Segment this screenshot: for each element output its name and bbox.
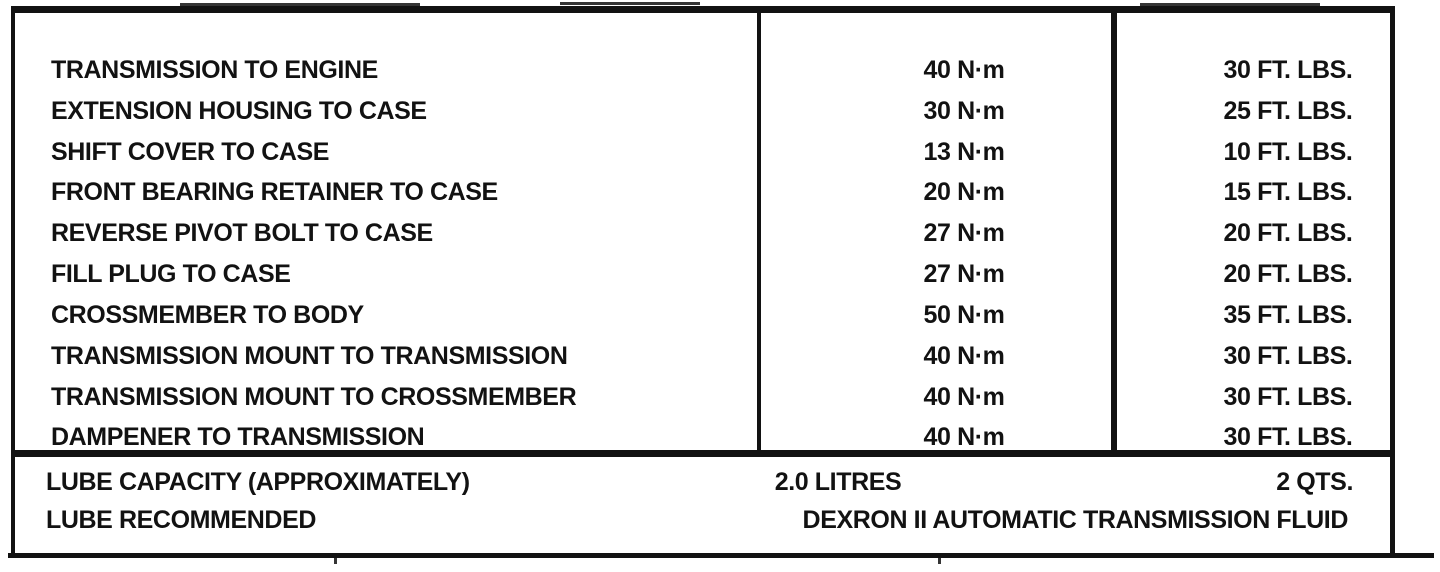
metric-torque-value: 30 N·m — [923, 97, 1005, 125]
metric-torque-value: 40 N·m — [923, 383, 1005, 411]
component-label: FRONT BEARING RETAINER TO CASE — [51, 178, 498, 206]
spec-row: TRANSMISSION MOUNT TO CROSSMEMBER 40 N·m… — [0, 377, 1440, 418]
component-label: TRANSMISSION MOUNT TO CROSSMEMBER — [51, 383, 577, 411]
column-divider-imperial — [1111, 13, 1117, 453]
imperial-torque-value: 30 FT. LBS. — [1223, 383, 1353, 411]
spec-row: SHIFT COVER TO CASE 13 N·m 10 FT. LBS. — [0, 132, 1440, 173]
component-label: TRANSMISSION MOUNT TO TRANSMISSION — [51, 342, 568, 370]
spec-row: FILL PLUG TO CASE 27 N·m 20 FT. LBS. — [0, 254, 1440, 295]
component-label: EXTENSION HOUSING TO CASE — [51, 97, 427, 125]
scan-noise — [334, 558, 337, 564]
imperial-torque-value: 10 FT. LBS. — [1223, 138, 1353, 166]
metric-torque-value: 27 N·m — [923, 219, 1005, 247]
lube-recommended-row: LUBE RECOMMENDED DEXRON II AUTOMATIC TRA… — [0, 500, 1440, 541]
lube-capacity-imperial: 2 QTS. — [1276, 468, 1353, 496]
lube-capacity-row: LUBE CAPACITY (APPROXIMATELY) 2.0 LITRES… — [0, 462, 1440, 503]
scan-noise — [180, 3, 420, 6]
imperial-torque-value: 20 FT. LBS. — [1223, 260, 1353, 288]
imperial-torque-value: 20 FT. LBS. — [1223, 219, 1353, 247]
imperial-torque-value: 30 FT. LBS. — [1223, 56, 1353, 84]
metric-torque-value: 40 N·m — [923, 423, 1005, 451]
spec-row: TRANSMISSION MOUNT TO TRANSMISSION 40 N·… — [0, 336, 1440, 377]
scan-noise — [938, 558, 941, 564]
spec-row: REVERSE PIVOT BOLT TO CASE 27 N·m 20 FT.… — [0, 213, 1440, 254]
lube-recommended-value: DEXRON II AUTOMATIC TRANSMISSION FLUID — [802, 506, 1349, 534]
metric-torque-value: 50 N·m — [923, 301, 1005, 329]
lube-recommended-label: LUBE RECOMMENDED — [46, 506, 316, 534]
table-border-bottom — [8, 553, 1434, 558]
spec-row: EXTENSION HOUSING TO CASE 30 N·m 25 FT. … — [0, 91, 1440, 132]
component-label: REVERSE PIVOT BOLT TO CASE — [51, 219, 433, 247]
metric-torque-value: 40 N·m — [923, 56, 1005, 84]
spec-row: FRONT BEARING RETAINER TO CASE 20 N·m 15… — [0, 172, 1440, 213]
scan-noise — [560, 2, 700, 5]
metric-torque-value: 40 N·m — [923, 342, 1005, 370]
table-border-top — [11, 6, 1395, 13]
imperial-torque-value: 30 FT. LBS. — [1223, 342, 1353, 370]
lube-capacity-label: LUBE CAPACITY (APPROXIMATELY) — [46, 468, 470, 496]
component-label: CROSSMEMBER TO BODY — [51, 301, 364, 329]
spec-row: CROSSMEMBER TO BODY 50 N·m 35 FT. LBS. — [0, 295, 1440, 336]
metric-torque-value: 13 N·m — [923, 138, 1005, 166]
table-border-left — [11, 6, 15, 557]
component-label: SHIFT COVER TO CASE — [51, 138, 330, 166]
component-label: FILL PLUG TO CASE — [51, 260, 291, 288]
table-border-right — [1390, 6, 1395, 557]
spec-row: DAMPENER TO TRANSMISSION 40 N·m 30 FT. L… — [0, 417, 1440, 458]
metric-torque-value: 27 N·m — [923, 260, 1005, 288]
component-label: DAMPENER TO TRANSMISSION — [51, 423, 425, 451]
imperial-torque-value: 25 FT. LBS. — [1223, 97, 1353, 125]
imperial-torque-value: 15 FT. LBS. — [1223, 178, 1353, 206]
imperial-torque-value: 30 FT. LBS. — [1223, 423, 1353, 451]
spec-row: TRANSMISSION TO ENGINE 40 N·m 30 FT. LBS… — [0, 50, 1440, 91]
imperial-torque-value: 35 FT. LBS. — [1223, 301, 1353, 329]
section-separator-rule — [11, 450, 1395, 457]
column-divider-metric — [757, 13, 761, 453]
scan-noise — [1140, 3, 1320, 6]
lube-capacity-metric: 2.0 LITRES — [774, 468, 902, 496]
component-label: TRANSMISSION TO ENGINE — [51, 56, 378, 84]
metric-torque-value: 20 N·m — [923, 178, 1005, 206]
